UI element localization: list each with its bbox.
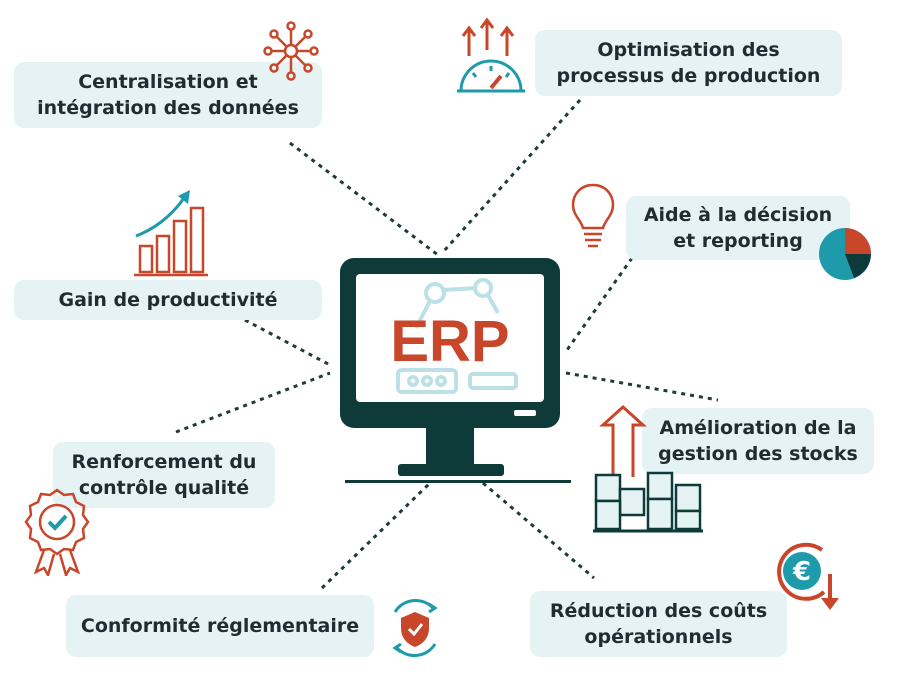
optimisation-line-1: Optimisation des (597, 39, 780, 61)
box-stocks: Amélioration de la gestion des stocks (642, 408, 874, 474)
erp-label: ERP (390, 309, 510, 374)
connector-stocks (565, 371, 719, 402)
lightbulb-icon (571, 183, 615, 248)
pie-chart-icon (819, 228, 871, 280)
robot-arm-icon (396, 278, 518, 394)
decision-line-1: Aide à la décision (643, 204, 833, 226)
couts-line-1: Réduction des coûts (549, 600, 768, 622)
monitor-led (514, 410, 536, 416)
network-icon (263, 21, 319, 81)
productivite-line-1: Gain de productivité (58, 289, 278, 311)
connector-centralisation (289, 141, 439, 257)
gauge-arrows-icon (457, 17, 525, 93)
optimisation-line-2: processus de production (556, 65, 821, 87)
connector-optimisation (441, 98, 582, 254)
box-decision: Aide à la décision et reporting (626, 196, 850, 260)
conformite-line-1: Conformité réglementaire (80, 615, 360, 637)
erp-monitor: ERP (340, 258, 570, 492)
svg-text:€: € (792, 557, 811, 587)
monitor-neck (426, 428, 474, 464)
centralisation-line-2: intégration des données (37, 97, 299, 119)
shield-check-icon (392, 598, 438, 658)
connector-couts (482, 481, 595, 580)
stocks-line-1: Amélioration de la (659, 417, 857, 439)
stocks-line-2: gestion des stocks (658, 443, 858, 465)
couts-line-2: opérationnels (584, 626, 733, 648)
connector-conformite (320, 481, 432, 590)
euro-down-icon: € (777, 542, 839, 610)
box-qualite: Renforcement du contrôle qualité (53, 442, 275, 508)
centralisation-line-1: Centralisation et (78, 71, 258, 93)
box-productivite: Gain de productivité (14, 280, 322, 320)
connector-productivite (244, 318, 331, 367)
box-couts: Réduction des coûts opérationnels (530, 591, 787, 657)
boxes-arrow-icon (593, 405, 703, 533)
box-optimisation: Optimisation des processus de production (535, 30, 842, 96)
box-centralisation: Centralisation et intégration des donnée… (14, 62, 322, 128)
growth-bars-icon (134, 190, 208, 277)
award-badge-icon (24, 488, 90, 576)
connector-qualite (175, 371, 331, 434)
box-conformite: Conformité réglementaire (66, 595, 374, 657)
decision-line-2: et reporting (673, 230, 803, 252)
qualite-line-2: contrôle qualité (78, 477, 250, 499)
desk-line (345, 480, 571, 483)
qualite-line-1: Renforcement du (71, 451, 257, 473)
connector-decision (565, 257, 634, 351)
monitor-base (398, 464, 504, 476)
